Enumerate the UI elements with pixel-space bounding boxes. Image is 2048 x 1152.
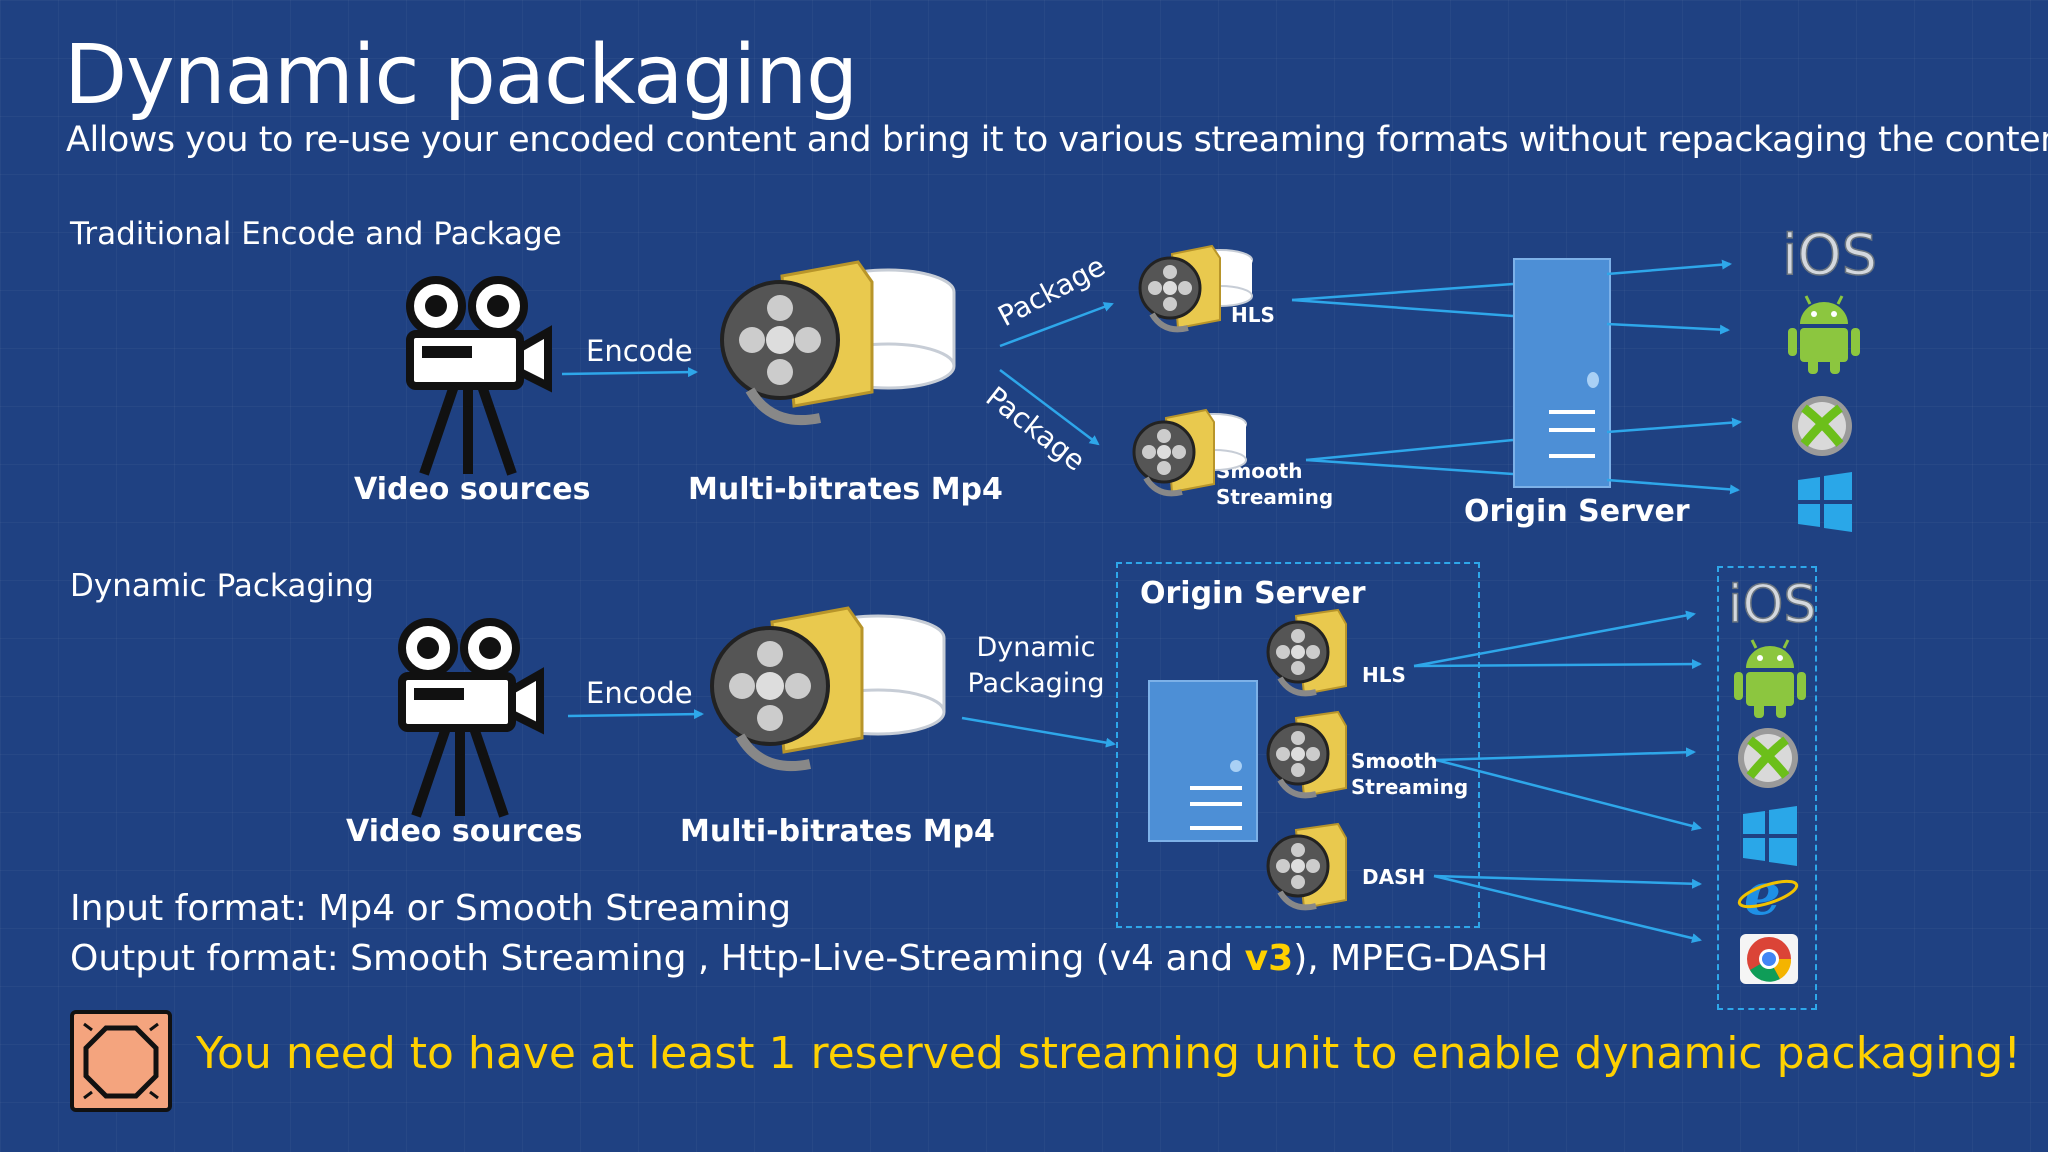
dynamic-video-camera-icon [402,622,540,816]
dynamic-mp4-label: Multi-bitrates Mp4 [680,814,995,849]
xbox-icon [1792,396,1852,456]
hls-to-origin-line-1 [1291,282,1514,302]
slide-subtitle: Allows you to re-use your encoded conten… [66,120,2048,160]
hls-to-origin-line-2 [1291,298,1514,318]
origin-to-xbox-arrow [1606,417,1742,434]
output-format-line: Output format: Smooth Streaming , Http-L… [70,938,1548,979]
dynamic-packaging-label-1: Dynamic [976,632,1096,663]
traditional-smooth-reel-icon [1134,410,1246,493]
traditional-encode-arrow [561,367,698,378]
smooth-to-windows-arrow [1435,758,1702,831]
svg-text:e: e [1744,860,1781,928]
dynamic-smooth-label-2: Streaming [1351,775,1469,799]
traditional-encode-label: Encode [586,334,693,368]
dynamic-smooth-label-1: Smooth [1351,749,1438,773]
hls-to-android-arrow [1413,659,1702,670]
server-led [1230,760,1242,772]
dynamic-mp4-reel-icon [712,608,944,766]
origin-to-android-arrow [1606,322,1730,335]
android-icon [1786,294,1862,376]
dynamic-dash-reel-icon [1268,824,1346,908]
dynamic-packaging-label-2: Packaging [967,668,1105,699]
xbox-icon [1738,728,1798,788]
dash-to-chrome-arrow [1433,874,1702,943]
warning-text: You need to have at least 1 reserved str… [196,1028,2021,1079]
origin-to-windows-arrow [1606,478,1740,495]
dynamic-hls-reel-icon [1268,610,1346,694]
dynamic-origin-server [1148,680,1258,842]
dynamic-origin-label: Origin Server [1140,576,1366,611]
dynamic-smooth-reel-icon [1268,712,1346,796]
hls-to-ios-arrow [1413,610,1696,668]
traditional-hls-reel-icon [1140,246,1252,329]
stop-sign-icon [70,1010,172,1112]
package-arrow-hls [999,302,1114,348]
traditional-video-sources-label: Video sources [354,472,591,507]
output-format-prefix: Output format: Smooth Streaming , Http-L… [70,938,1245,979]
traditional-heading: Traditional Encode and Package [70,216,562,252]
traditional-mp4-reel-icon [722,262,954,420]
ios-icon: iOS [1782,223,1877,288]
traditional-hls-label: HLS [1231,303,1275,327]
server-led [1587,372,1599,388]
dynamic-video-sources-label: Video sources [346,814,583,849]
chrome-icon [1740,934,1798,984]
dynamic-heading: Dynamic Packaging [70,568,374,604]
dash-to-ie-arrow [1433,874,1702,889]
platforms-box [1717,566,1817,1010]
ios-icon: iOS [1728,575,1816,635]
ie-icon: e [1737,860,1799,928]
output-format-highlight: v3 [1244,938,1294,979]
traditional-smooth-label-2: Streaming [1216,485,1334,509]
traditional-mp4-label: Multi-bitrates Mp4 [688,472,1003,507]
traditional-origin-server [1513,258,1611,488]
server-lines-icon [1549,410,1595,458]
dynamic-hls-label: HLS [1362,663,1406,687]
origin-to-ios-arrow [1606,259,1732,276]
windows-icon [1798,472,1852,532]
dynamic-origin-box [1116,562,1480,928]
smooth-to-origin-line-1 [1305,438,1514,462]
smooth-to-origin-line-2 [1305,458,1514,476]
dynamic-encode-arrow [567,709,704,720]
package-arrow-smooth [999,369,1100,446]
input-format-line: Input format: Mp4 or Smooth Streaming [70,888,792,929]
dynamic-packaging-arrow [961,716,1116,748]
dynamic-dash-label: DASH [1362,865,1426,889]
slide-title: Dynamic packaging [64,28,858,123]
traditional-video-camera-icon [410,280,548,474]
server-lines-icon [1190,786,1242,830]
smooth-to-xbox-arrow [1435,747,1696,762]
traditional-origin-label: Origin Server [1464,494,1690,529]
output-format-suffix: ), MPEG-DASH [1293,938,1549,979]
dynamic-encode-label: Encode [586,676,693,710]
windows-icon [1743,806,1797,866]
android-icon [1732,638,1808,720]
